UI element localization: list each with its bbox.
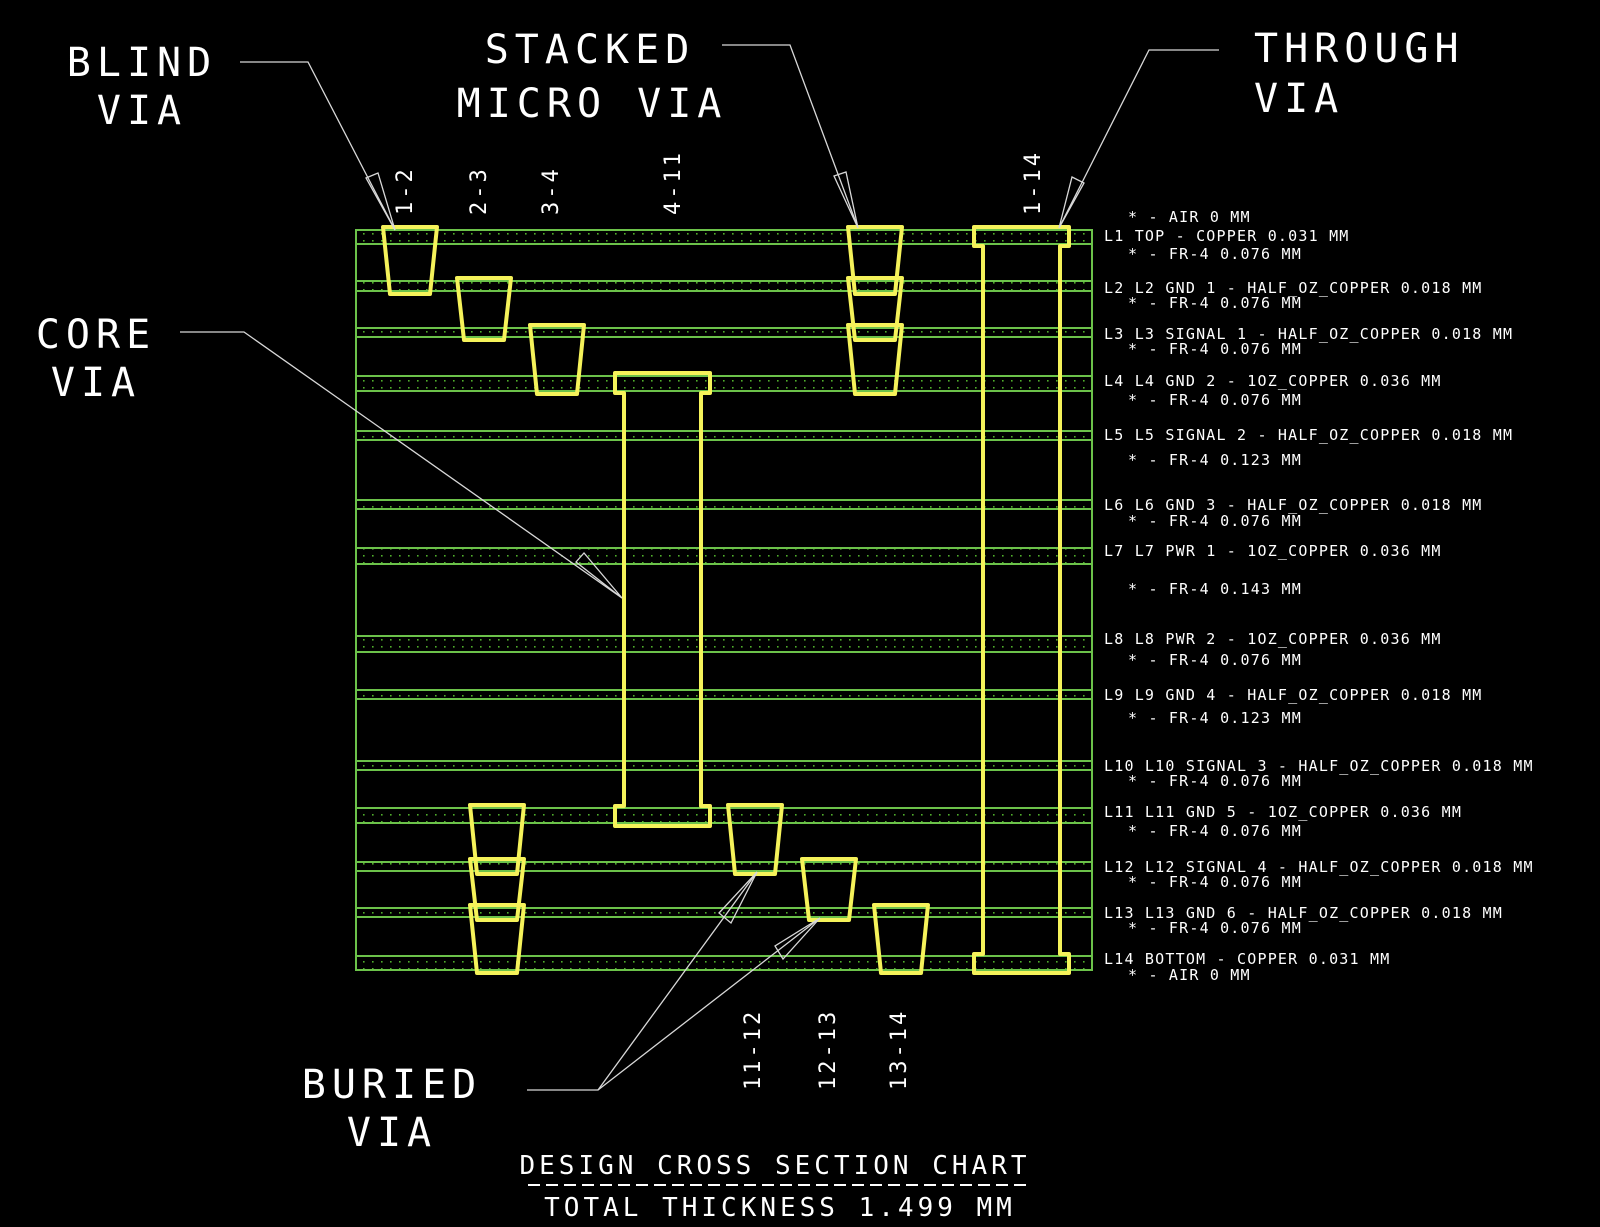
- copper-layer-5: [355, 430, 1093, 441]
- dielectric-layer-label: * - FR-4 0.076 MM: [1128, 919, 1302, 937]
- copper-layer-label: L14 BOTTOM - COPPER 0.031 MM: [1104, 950, 1390, 968]
- copper-layer-11: [355, 807, 1093, 824]
- stacked-via-3-4: [846, 323, 904, 396]
- copper-layer-12: [355, 861, 1093, 872]
- through-via-label-line1: THROUGH: [1254, 26, 1465, 72]
- blind-via-label-line1: BLIND: [67, 40, 217, 86]
- buried-via-arrowhead-2: [774, 917, 821, 961]
- buried-via-leader-1: [527, 871, 758, 1091]
- copper-layer-label: L8 L8 PWR 2 - 1OZ_COPPER 0.036 MM: [1104, 630, 1442, 648]
- dielectric-layer-label: * - AIR 0 MM: [1128, 966, 1251, 984]
- copper-layer-6: [355, 499, 1093, 510]
- through-via-arrowhead: [1058, 176, 1085, 229]
- via-span-label: 2-3: [467, 166, 492, 215]
- micro-via-3-4: [528, 323, 586, 396]
- via-span-label: 4-11: [661, 150, 686, 215]
- copper-layer-label: L13 L13 GND 6 - HALF_OZ_COPPER 0.018 MM: [1104, 904, 1503, 922]
- stacked-via-11-12: [468, 803, 526, 876]
- stacked-via-arrowhead: [833, 171, 859, 229]
- core-via-label-line1: CORE: [36, 312, 156, 358]
- copper-layer-14: [355, 955, 1093, 971]
- core-via-arrowhead: [575, 552, 623, 599]
- dielectric-layer-label: * - FR-4 0.123 MM: [1128, 451, 1302, 469]
- via-span-label: 13-14: [887, 1009, 912, 1090]
- buried-via-label-line2: VIA: [347, 1110, 437, 1156]
- dielectric-layer-label: * - FR-4 0.123 MM: [1128, 709, 1302, 727]
- through-via-label-line2: VIA: [1254, 76, 1344, 122]
- buried-via-label-line1: BURIED: [302, 1062, 483, 1108]
- dielectric-layer-label: * - AIR 0 MM: [1128, 208, 1251, 226]
- copper-layer-label: L10 L10 SIGNAL 3 - HALF_OZ_COPPER 0.018 …: [1104, 757, 1534, 775]
- through-via-1-14: [972, 225, 1071, 975]
- dielectric-layer-label: * - FR-4 0.076 MM: [1128, 651, 1302, 669]
- copper-layer-label: L3 L3 SIGNAL 1 - HALF_OZ_COPPER 0.018 MM: [1104, 325, 1513, 343]
- core-via-label-line2: VIA: [51, 360, 141, 406]
- copper-layer-3: [355, 327, 1093, 338]
- copper-layer-8: [355, 635, 1093, 653]
- via-group: [381, 225, 1071, 975]
- copper-layer-4: [355, 375, 1093, 392]
- via-span-label: 1-2: [393, 166, 418, 215]
- copper-layer-label: L1 TOP - COPPER 0.031 MM: [1104, 227, 1350, 245]
- dielectric-layer-label: * - FR-4 0.076 MM: [1128, 772, 1302, 790]
- dielectric-layer-label: * - FR-4 0.076 MM: [1128, 873, 1302, 891]
- stacked-via-12-13: [468, 857, 526, 922]
- stacked-via-label-line2: MICRO VIA: [457, 81, 728, 127]
- through-via-leader: [1058, 49, 1219, 229]
- stacked-via-2-3: [846, 276, 904, 342]
- dielectric-layer-label: * - FR-4 0.076 MM: [1128, 340, 1302, 358]
- via-span-label: 11-12: [741, 1009, 766, 1090]
- core-via-4-11: [613, 371, 712, 828]
- chart-title: DESIGN CROSS SECTION CHART: [520, 1151, 1031, 1181]
- via-span-label: 12-13: [816, 1009, 841, 1090]
- dielectric-layer-label: * - FR-4 0.143 MM: [1128, 580, 1302, 598]
- dielectric-layer-label: * - FR-4 0.076 MM: [1128, 391, 1302, 409]
- buried-via-arrowhead-1: [718, 871, 758, 925]
- stacked-via-1-2: [846, 225, 904, 296]
- copper-layer-9: [355, 689, 1093, 700]
- dielectric-layer-label: * - FR-4 0.076 MM: [1128, 512, 1302, 530]
- dielectric-layer-label: * - FR-4 0.076 MM: [1128, 245, 1302, 263]
- buried-via-12-13: [800, 857, 858, 922]
- via-span-label: 3-4: [539, 166, 564, 215]
- copper-layer-label: L9 L9 GND 4 - HALF_OZ_COPPER 0.018 MM: [1104, 686, 1483, 704]
- core-via-leader: [180, 331, 623, 599]
- leader-lines: [180, 44, 1219, 1091]
- buried-via-leader-2: [597, 917, 821, 1091]
- copper-layer-label: L7 L7 PWR 1 - 1OZ_COPPER 0.036 MM: [1104, 542, 1442, 560]
- dielectric-layer-label: * - FR-4 0.076 MM: [1128, 822, 1302, 840]
- via-span-label: 1-14: [1021, 150, 1046, 215]
- stacked-via-leader: [722, 44, 859, 229]
- stacked-via-13-14: [468, 903, 526, 975]
- copper-layer-label: L5 L5 SIGNAL 2 - HALF_OZ_COPPER 0.018 MM: [1104, 426, 1513, 444]
- blind-via-arrowhead: [365, 172, 396, 231]
- dielectric-layer-label: * - FR-4 0.076 MM: [1128, 294, 1302, 312]
- copper-layer-label: L11 L11 GND 5 - 1OZ_COPPER 0.036 MM: [1104, 803, 1462, 821]
- blind-via-1-2: [381, 225, 439, 296]
- copper-layer-label: L2 L2 GND 1 - HALF_OZ_COPPER 0.018 MM: [1104, 279, 1483, 297]
- copper-layer-label: L4 L4 GND 2 - 1OZ_COPPER 0.036 MM: [1104, 372, 1442, 390]
- copper-layer-1: [355, 229, 1093, 245]
- layer-stack: [355, 229, 1093, 971]
- buried-via-11-12: [726, 803, 784, 876]
- blind-via-leader: [240, 61, 396, 231]
- copper-layer-2: [355, 280, 1093, 292]
- micro-via-2-3: [455, 276, 513, 342]
- micro-via-13-14: [872, 903, 930, 975]
- stacked-via-label-line1: STACKED: [485, 27, 696, 73]
- copper-layer-7: [355, 547, 1093, 565]
- copper-layer-label: L12 L12 SIGNAL 4 - HALF_OZ_COPPER 0.018 …: [1104, 858, 1534, 876]
- copper-layer-label: L6 L6 GND 3 - HALF_OZ_COPPER 0.018 MM: [1104, 496, 1483, 514]
- blind-via-label-line2: VIA: [97, 88, 187, 134]
- copper-layer-10: [355, 760, 1093, 771]
- total-thickness: TOTAL THICKNESS 1.499 MM: [544, 1193, 1016, 1223]
